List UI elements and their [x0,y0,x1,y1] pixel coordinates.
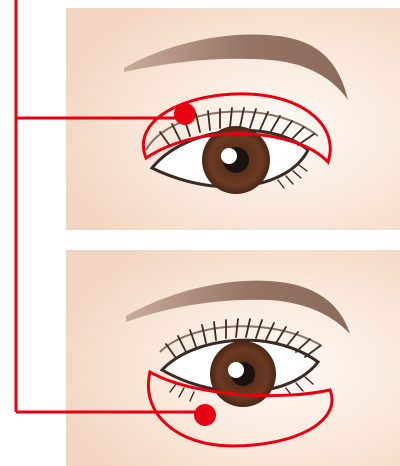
eye-highlight [221,148,237,164]
eye-highlight [228,362,244,378]
lower-eyelid-panel [66,250,400,466]
upper-marker-dot [174,103,196,125]
lower-marker-dot [194,404,216,426]
